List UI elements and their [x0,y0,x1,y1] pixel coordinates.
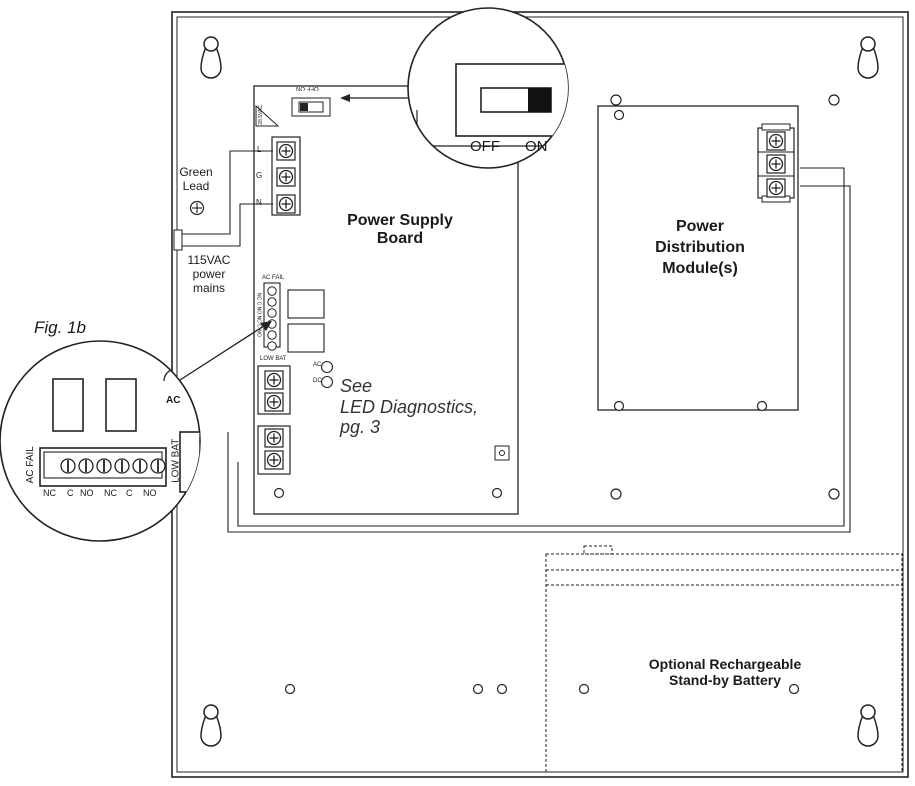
power-supply-board-label: Power Supply Board [330,212,470,249]
terminal-l-text: L [257,145,262,154]
terminal-g-text: G [256,171,263,180]
voltage-tag: 28.5VAC [257,105,265,125]
small-switch-off-text: OFF [306,84,319,91]
power-supply-board-line1: Power Supply [347,212,453,229]
keyhole-bottom-left [200,704,222,747]
zoom-c-1-text: C [67,488,74,498]
board-relay-tag: NC [255,293,262,301]
fig-label: Fig. 1b [34,318,86,338]
keyhole-top-left [200,36,222,79]
small-switch-labels: OFF ON [296,84,319,91]
optional-battery [545,545,903,773]
relay-zoom-callout [0,340,201,542]
power-distribution-module [597,105,799,412]
switch-on-label: ON [525,138,548,155]
zoom-nc-1: NC [43,488,56,498]
terminal-l-label: L [257,145,261,154]
keyhole-bottom-right [857,704,879,747]
switch-off-label: OFF [470,138,500,155]
zoom-c-2-text: C [126,488,133,498]
zoom-nc-2: NC [104,488,117,498]
switch-off-text: OFF [470,138,500,155]
mains-label: 115VAC power mains [178,253,240,295]
wire-loop [227,167,851,533]
power-distribution-label: Power Distribution Module(s) [640,217,760,279]
zoom-no-2: NO [143,488,157,498]
zoom-no-1-text: NO [80,488,94,498]
zoom-ac-partial-text: AC [166,395,181,406]
led-diagnostics-label: See LED Diagnostics, pg. 3 [340,376,478,438]
board-relay-tag: NC [255,315,262,323]
board-relay-tags: NC C NO NC C NO [255,293,262,337]
zoom-c-2: C [126,488,133,498]
board-ac-fail-text: AC FAIL [262,275,285,281]
battery-label: Optional Rechargeable Stand-by Battery [630,656,820,688]
terminal-n-text: N [256,198,262,207]
zoom-no-2-text: NO [143,488,157,498]
board-relay-tag: NO [255,306,262,315]
led-ac-text: AC [313,362,322,368]
zoom-low-bat-text: LOW BAT [170,438,182,483]
terminal-g-label: G [256,171,262,180]
led-dc-label: DC [313,378,322,385]
led-diagnostics-line3: pg. 3 [340,417,381,438]
keyhole-top-right [857,36,879,79]
battery-line1: Optional Rechargeable [648,656,802,672]
zoom-nc-2-text: NC [104,488,117,498]
zoom-nc-1-text: NC [43,488,56,498]
mains-line1: 115VAC [187,253,231,267]
green-lead-label: Green Lead [168,165,224,194]
power-distribution-line3: Module(s) [662,259,738,277]
green-lead-line1: Green [179,165,213,179]
switch-on-text: ON [525,138,548,155]
power-distribution-line1: Power [675,218,724,235]
board-ac-fail: AC FAIL [262,275,284,282]
power-supply-board-line2: Board [376,230,424,248]
zoom-c-1: C [67,488,74,498]
battery-line2: Stand-by Battery [668,672,782,689]
zoom-ac-fail-label: AC FAIL [25,446,37,483]
led-diagnostics-line2: LED Diagnostics, [340,396,479,417]
led-diagnostics-line1: See [340,376,373,396]
zoom-ac-partial-label: AC [166,395,180,407]
power-distribution-line2: Distribution [655,238,745,256]
board-relay-tag: C [255,301,262,306]
small-switch-on-text: ON [296,84,305,91]
voltage-tag-text: 28.5VAC [257,105,264,125]
mains-line2: power [192,266,226,281]
zoom-ac-fail-text: AC FAIL [24,446,36,484]
board-low-bat: LOW BAT [260,356,287,363]
zoom-low-bat-label: LOW BAT [170,439,182,483]
switch-zoom-callout [407,7,569,169]
zoom-no-1: NO [80,488,94,498]
led-dc-text: DC [313,378,322,384]
mains-line3: mains [192,280,225,295]
fig-label-text: Fig. 1b [34,318,86,337]
board-relay-tag: NO [255,329,262,337]
board-relay-tag: C [255,324,262,328]
board-low-bat-text: LOW BAT [260,356,287,362]
terminal-n-label: N [256,198,262,207]
green-lead-line2: Lead [182,178,210,193]
led-ac-label: AC [313,362,321,369]
